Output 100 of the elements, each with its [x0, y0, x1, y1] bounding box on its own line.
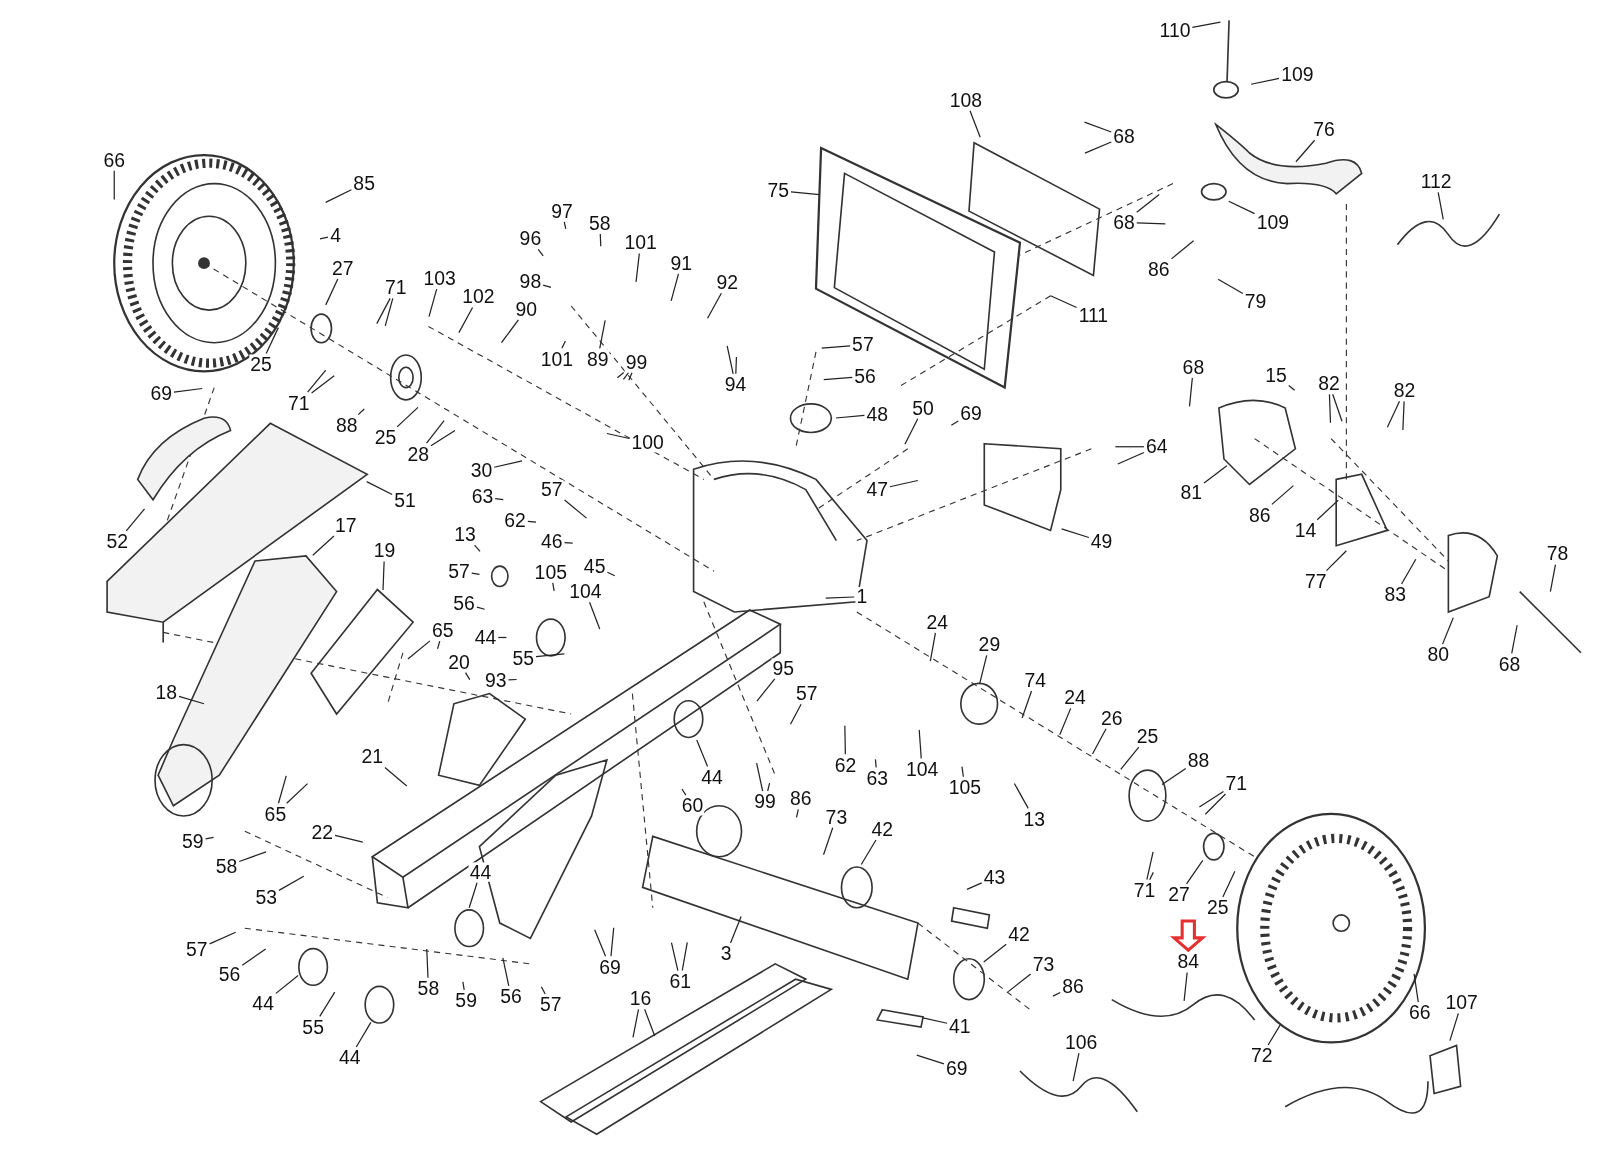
leader-line: [756, 678, 776, 702]
leader-line: [789, 703, 802, 725]
callout-number: 93: [483, 670, 508, 690]
leader-line: [430, 429, 456, 447]
leader-line: [436, 640, 441, 650]
callout-number: 28: [406, 444, 430, 464]
callout-number: 89: [585, 349, 610, 369]
leader-line: [319, 236, 329, 240]
leader-line: [1114, 446, 1145, 448]
callout-number: 88: [335, 415, 359, 435]
callout-number: 20: [447, 652, 471, 672]
leader-line: [904, 418, 919, 445]
callout-number: 27: [330, 258, 355, 278]
leader-line: [1083, 121, 1112, 133]
callout-number: 44: [700, 767, 724, 787]
callout-number: 86: [1247, 505, 1272, 525]
leader-line: [825, 596, 855, 599]
leader-line: [125, 508, 146, 532]
leader-line: [632, 1008, 640, 1038]
leader-line: [616, 371, 625, 379]
callout-number: 73: [824, 807, 849, 827]
leader-line: [462, 981, 465, 991]
leader-line: [961, 766, 964, 778]
leader-line: [1288, 384, 1296, 391]
leader-line: [527, 520, 537, 523]
leader-line: [916, 1054, 945, 1065]
callout-number: 50: [911, 398, 935, 418]
leader-line: [311, 375, 335, 394]
leader-line: [468, 882, 478, 909]
leader-line: [474, 544, 481, 552]
leader-line: [889, 479, 919, 488]
leader-line: [726, 345, 734, 375]
leader-line: [610, 927, 615, 957]
leader-line: [599, 319, 606, 349]
leader-line: [277, 775, 287, 804]
leader-line: [407, 640, 431, 660]
leader-line: [425, 420, 445, 444]
callout-number: 95: [771, 658, 796, 678]
callout-number: 48: [865, 404, 889, 424]
callout-number: 88: [1186, 750, 1211, 770]
leader-line: [1007, 973, 1032, 993]
callout-number: 55: [301, 1017, 325, 1037]
leader-line: [1161, 767, 1187, 786]
leader-line: [979, 654, 988, 684]
leader-line: [966, 882, 983, 891]
callout-number: 62: [503, 510, 527, 530]
callout-number: 55: [511, 648, 536, 668]
leader-line: [334, 834, 364, 843]
leader-line: [384, 766, 408, 787]
callout-number: 26: [1100, 708, 1124, 728]
leader-line: [563, 221, 567, 230]
leader-line: [696, 739, 709, 768]
leader-line: [1267, 1024, 1281, 1046]
callout-number: 61: [668, 971, 693, 991]
leader-line: [476, 606, 486, 610]
leader-line: [606, 432, 630, 440]
leader-line: [644, 1008, 656, 1037]
leader-line: [502, 957, 510, 987]
callout-number: 74: [1023, 670, 1048, 690]
callout-number: 86: [1146, 259, 1171, 279]
leader-line: [1049, 295, 1078, 309]
callout-number: 97: [550, 201, 574, 221]
leader-line: [1250, 77, 1280, 85]
callout-number: 69: [598, 957, 622, 977]
leader-line: [1091, 728, 1107, 755]
leader-line: [494, 497, 504, 501]
leader-line: [209, 931, 237, 945]
leader-line: [628, 372, 633, 381]
leader-line: [1328, 393, 1332, 424]
callout-number: 104: [904, 759, 940, 779]
callout-number: 68: [1181, 357, 1206, 377]
leader-line: [1149, 871, 1154, 881]
leader-line: [204, 836, 215, 840]
leader-line: [735, 356, 738, 375]
leader-line: [1061, 528, 1090, 539]
leader-line: [922, 1017, 948, 1024]
leader-line: [113, 170, 115, 200]
leader-line: [1437, 191, 1444, 220]
leader-line: [1013, 782, 1029, 809]
leader-line: [860, 839, 877, 866]
leader-line: [670, 273, 680, 302]
callout-number: 101: [539, 349, 575, 369]
callout-number: 111: [1077, 305, 1110, 325]
callout-number: 62: [833, 755, 858, 775]
leader-line: [241, 948, 267, 966]
leader-line: [1332, 393, 1343, 422]
leader-line: [874, 758, 877, 769]
leader-line: [1316, 499, 1339, 521]
leader-line: [1183, 971, 1188, 1002]
callout-number: 17: [333, 515, 358, 535]
leader-line: [173, 387, 203, 393]
leader-line: [563, 499, 588, 519]
callout-number: 105: [533, 562, 568, 582]
leader-line: [1191, 21, 1221, 28]
leader-line: [563, 541, 574, 544]
leader-line: [681, 941, 688, 972]
leader-line: [1400, 558, 1417, 585]
callout-number: 69: [959, 403, 983, 423]
leader-line: [1402, 400, 1405, 431]
callout-number: 25: [249, 354, 273, 374]
